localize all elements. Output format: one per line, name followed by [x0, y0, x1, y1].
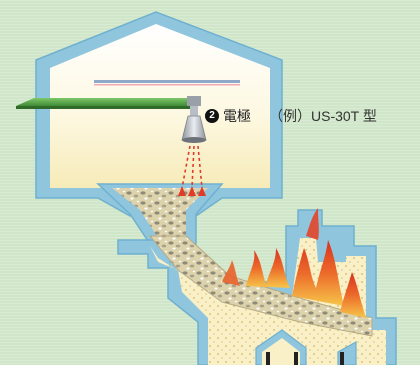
- air-pipe: [16, 98, 196, 109]
- callout-example-model: （例）US-30T 型: [269, 108, 377, 124]
- callout-label: 電極: [223, 108, 251, 124]
- callout-number-badge: 2: [205, 109, 219, 123]
- storage-chamber: [35, 11, 283, 217]
- support-rail: [94, 80, 240, 86]
- feed-hopper: [96, 183, 224, 245]
- electrode-nozzle: [181, 96, 207, 143]
- ion-spray: [181, 145, 203, 189]
- spray-arrows: [178, 186, 206, 196]
- electrode-callout: 2 電極 （例）US-30T 型: [205, 106, 377, 126]
- combustion-flames: [222, 208, 366, 318]
